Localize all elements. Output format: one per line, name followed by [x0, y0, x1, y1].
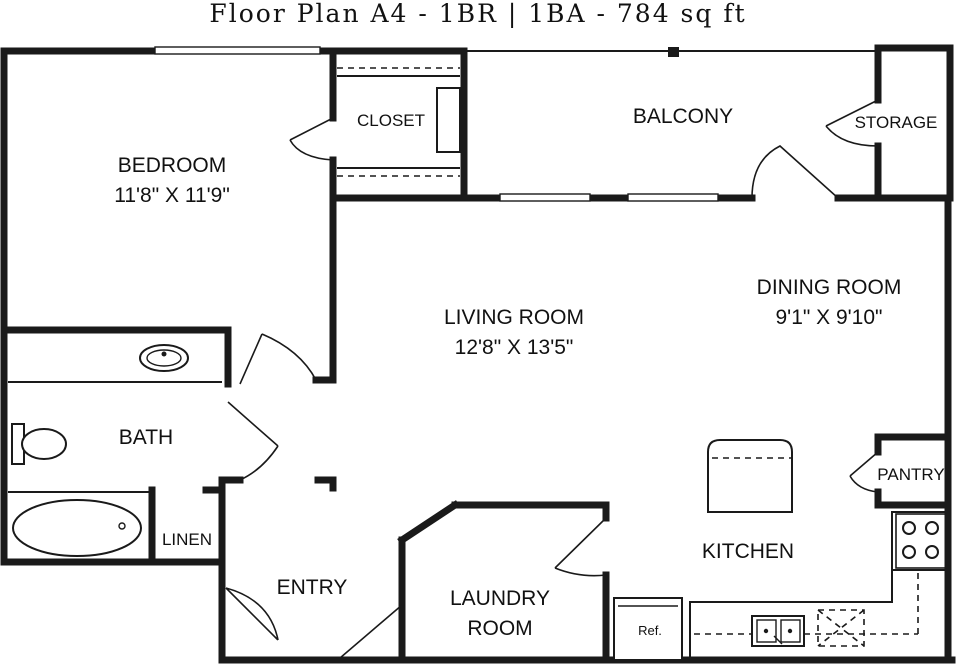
balcony-post [668, 47, 679, 57]
stove-icon [895, 513, 947, 569]
toilet-icon [11, 423, 67, 465]
plan-title: Floor Plan A4 - 1BR | 1BA - 784 sq ft [209, 0, 746, 29]
closet-shelf-side [436, 87, 461, 153]
entry-door [225, 587, 279, 641]
closet-door [289, 117, 334, 161]
bath-door [227, 401, 279, 481]
slider-door-left [499, 193, 591, 202]
closet-name: CLOSET [357, 111, 425, 130]
bedroom-name: BEDROOM [118, 154, 227, 177]
entry-name: ENTRY [277, 576, 348, 599]
bedroom-door [239, 333, 317, 385]
living-dims: 12'8" X 13'5" [455, 336, 574, 359]
kitchen-name: KITCHEN [702, 540, 794, 563]
storage-door [825, 99, 879, 147]
kitchen-island-icon [707, 439, 793, 513]
living-name: LIVING ROOM [444, 306, 584, 329]
kitchen-counter [689, 511, 948, 660]
storage-name: STORAGE [855, 113, 938, 132]
closet-fixtures [289, 67, 461, 177]
sink-icon [139, 344, 189, 372]
dining-dims: 9'1" X 9'10" [776, 306, 883, 329]
bedroom-dims: 11'8" X 11'9" [114, 184, 230, 207]
laundry-door [554, 517, 607, 577]
laundry-name-2: ROOM [467, 617, 532, 640]
dining-name: DINING ROOM [757, 276, 902, 299]
kitchen-fixtures: Ref. [613, 439, 948, 661]
pantry-door [849, 451, 879, 493]
wall-laundry-diag [397, 500, 460, 545]
entry-wall-line [339, 604, 403, 659]
balcony-door [751, 145, 839, 199]
windows [154, 46, 719, 202]
linen-name: LINEN [162, 530, 212, 549]
slider-door-right [627, 193, 719, 202]
room-labels: BEDROOM 11'8" X 11'9" CLOSET BALCONY STO… [114, 105, 944, 640]
double-sink-icon [751, 615, 805, 647]
refrigerator-label: Ref. [638, 623, 662, 638]
refrigerator-icon [613, 597, 683, 661]
pantry-name: PANTRY [877, 465, 944, 484]
balcony-name: BALCONY [633, 105, 733, 128]
dishwasher-icon [817, 609, 865, 647]
laundry-name: LAUNDRY [450, 587, 550, 610]
bath-fixtures [8, 344, 279, 557]
bath-name: BATH [119, 426, 173, 449]
bathtub-icon [12, 499, 142, 557]
doors [225, 99, 879, 659]
bedroom-window [154, 46, 321, 55]
